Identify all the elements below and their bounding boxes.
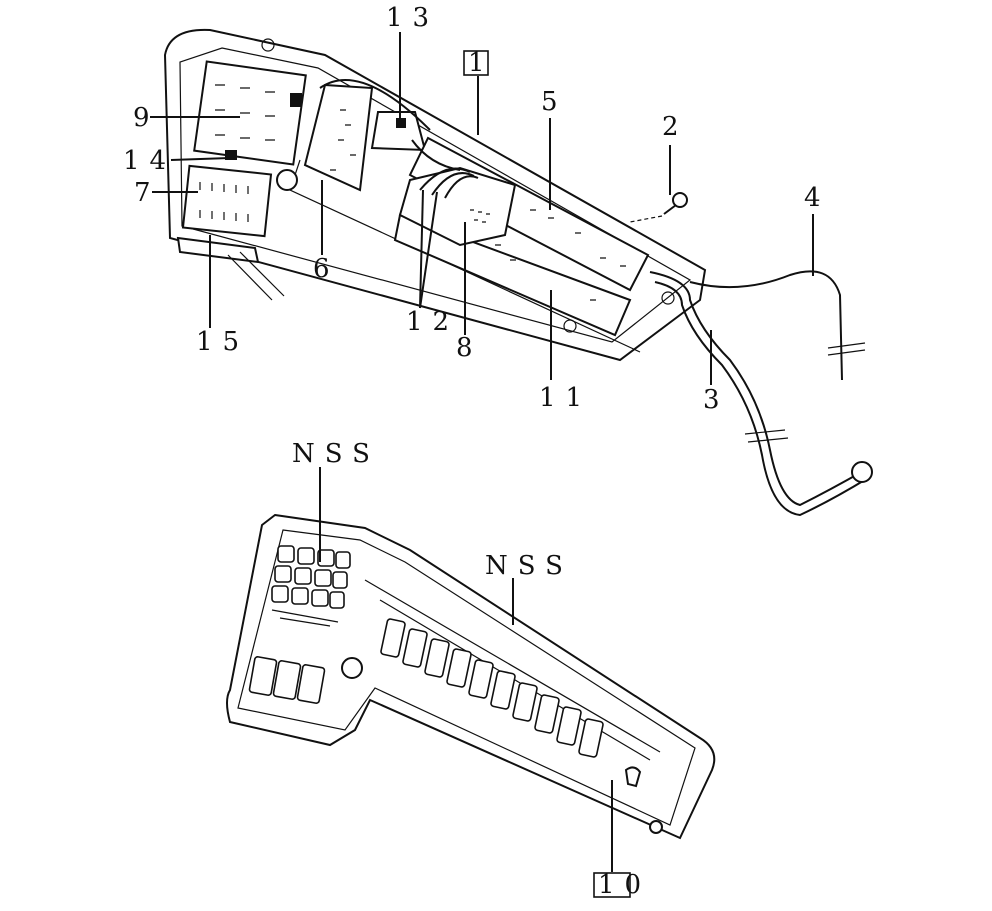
keypad-grid [271, 545, 351, 627]
upper-assembly-interior [163, 28, 873, 517]
callout-3: 3 [703, 385, 730, 415]
callout-8: 8 [456, 333, 483, 363]
screw-2 [629, 192, 688, 223]
callout-15: 15 [196, 327, 249, 357]
cable-4 [689, 270, 843, 381]
callout-nss-panel: NSS [485, 551, 573, 581]
lower-assembly-front [226, 513, 716, 840]
callout-6: 6 [313, 254, 340, 284]
cable-3 [649, 271, 866, 507]
callout-13: 13 [386, 3, 439, 33]
callout-2: 2 [662, 112, 689, 142]
callout-labels: 13 1 5 2 4 9 14 7 6 15 12 8 11 3 NSS NSS… [123, 3, 831, 900]
callout-nss-keypad: NSS [292, 439, 380, 469]
part-6-board [303, 83, 374, 192]
switch-row [364, 579, 661, 788]
callout-10-box [593, 872, 631, 898]
callout-12: 12 [406, 307, 459, 337]
callout-10: 10 [598, 870, 651, 900]
callout-1-box [463, 50, 489, 76]
rocker-keys-left [248, 656, 326, 704]
callout-11: 11 [539, 383, 592, 413]
callout-7: 7 [134, 178, 161, 208]
callout-4: 4 [804, 183, 831, 213]
callout-5: 5 [541, 87, 568, 117]
leader-lines [150, 32, 814, 872]
callout-14: 14 [123, 146, 176, 176]
callout-9: 9 [133, 103, 160, 133]
callout-1: 1 [468, 48, 495, 78]
part-7-board [181, 164, 273, 238]
part-11-board [393, 213, 632, 337]
